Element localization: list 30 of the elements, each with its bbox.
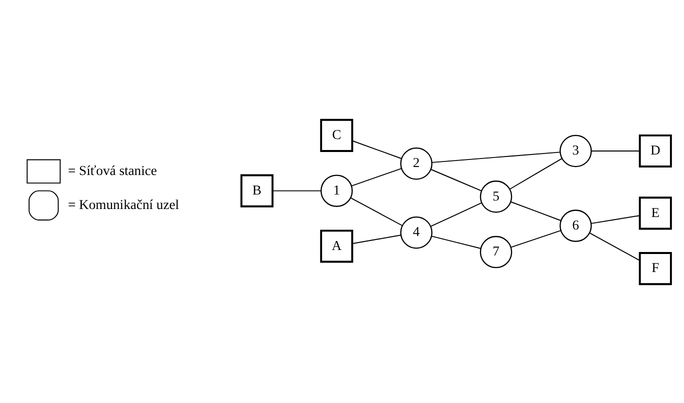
connector: [430, 168, 482, 191]
connector: [590, 150, 640, 151]
connector: [510, 200, 562, 221]
connector: [351, 168, 402, 186]
node-box: F: [638, 252, 672, 285]
node-box: E: [638, 196, 672, 230]
node-circle: 6: [560, 209, 592, 242]
node-box: C: [320, 118, 354, 152]
node-circle: 7: [480, 235, 512, 268]
legend-label: = Komunikační uzel: [68, 196, 180, 212]
connector: [589, 232, 640, 261]
connector: [352, 140, 402, 159]
node-circle: 3: [560, 134, 592, 167]
connector: [350, 196, 403, 226]
node-box: D: [638, 134, 672, 167]
node-circle: 5: [480, 180, 512, 212]
connector: [430, 202, 482, 226]
node-circle: 2: [400, 146, 432, 180]
connector: [352, 234, 402, 244]
connector: [431, 235, 482, 248]
node-circle: 1: [320, 174, 353, 206]
legend-label: = Síťová stanice: [68, 162, 157, 178]
connector: [272, 190, 322, 191]
connector: [509, 158, 562, 190]
connector: [510, 230, 562, 248]
node-box: A: [320, 229, 354, 262]
connector: [432, 151, 560, 162]
node-box: B: [240, 174, 274, 207]
connector: [590, 214, 640, 224]
node-circle: 4: [400, 216, 432, 248]
